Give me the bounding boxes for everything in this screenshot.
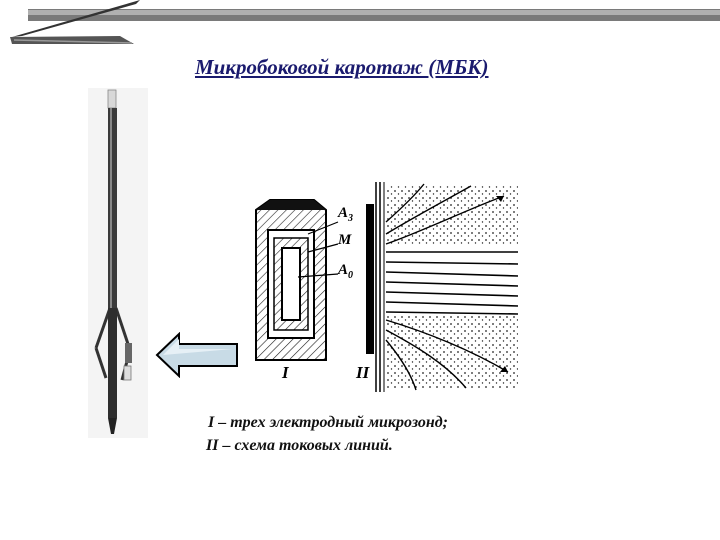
microlog-tool-image xyxy=(88,88,148,438)
label-m: M xyxy=(337,232,352,248)
microprobe-pad xyxy=(255,199,327,361)
label-part-1: I xyxy=(281,363,290,382)
left-arrow-icon xyxy=(155,332,238,378)
page-title: Микробоковой каротаж (МБК) xyxy=(195,55,489,79)
label-a0: A0 xyxy=(337,262,353,281)
label-part-2: II xyxy=(355,363,371,382)
caption-part-1: I – трех электродный микрозонд; xyxy=(208,414,449,431)
caption-part-2: II – схема токовых линий. xyxy=(206,437,393,454)
current-lines-scheme xyxy=(366,182,519,392)
electrode-diagram: A3 M A0 I II xyxy=(255,182,519,392)
header-decoration xyxy=(10,0,720,44)
label-a3: A3 xyxy=(337,205,353,224)
